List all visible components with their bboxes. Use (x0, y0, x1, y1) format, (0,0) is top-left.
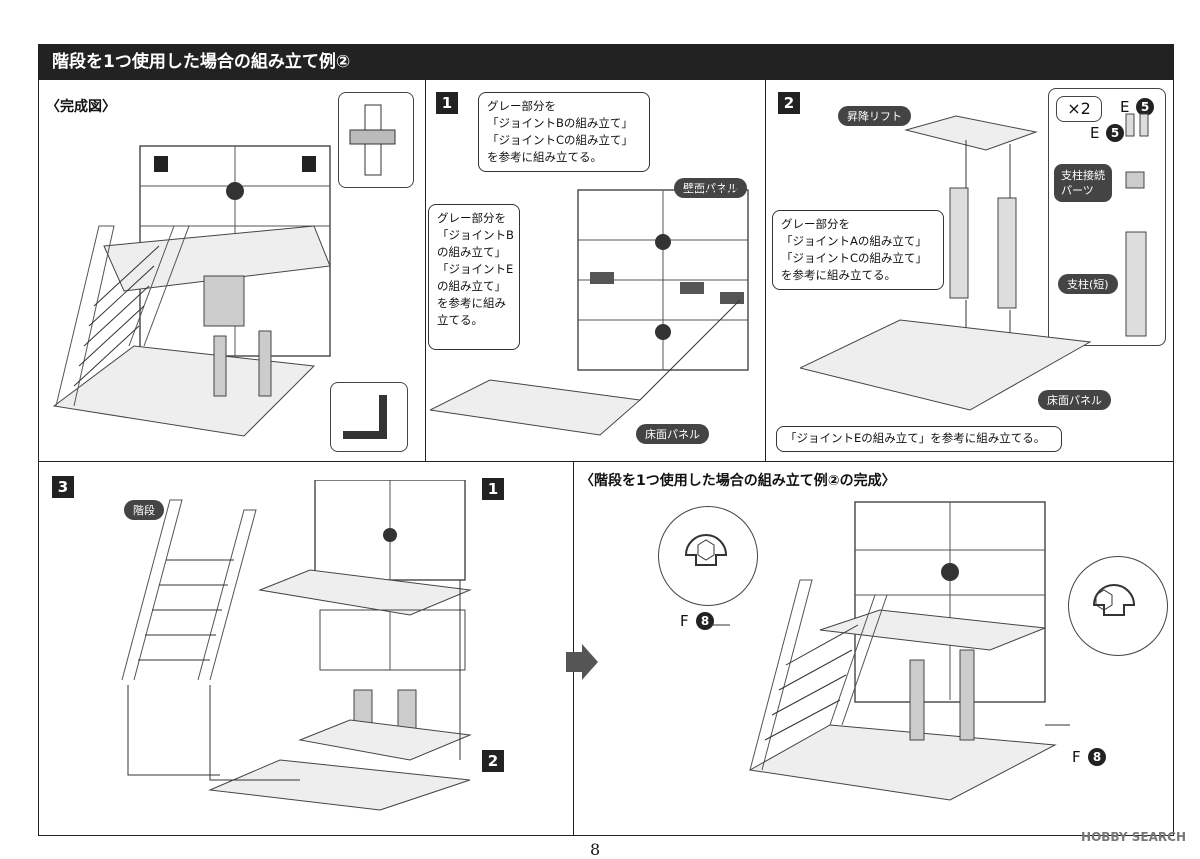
stairs-label: 階段 (124, 500, 164, 520)
wall-panel-label: 壁面パネル (674, 178, 747, 198)
detail-box-bottom (330, 382, 408, 452)
connector-label: 支柱接続 パーツ (1054, 164, 1112, 202)
step1-note-be: グレー部分を 「ジョイントB の組み立て」 「ジョイントE の組み立て」 を参考… (428, 204, 520, 350)
part-f-number-right: 8 (1088, 748, 1106, 766)
part-f-label-right: F (1072, 748, 1081, 766)
watermark: HOBBY SEARCH (1081, 830, 1186, 844)
step1-diagram (430, 189, 749, 436)
detail-joint-top (349, 104, 396, 176)
part-e-number-top: 5 (1136, 98, 1154, 116)
multiplier-box: ×2 (1056, 96, 1102, 122)
step3-ref-2: 2 (482, 750, 504, 772)
step3-panel (38, 462, 574, 836)
part-e-number-bottom: 5 (1106, 124, 1124, 142)
lift-label: 昇降リフト (838, 106, 911, 126)
finished-diagram (710, 501, 1070, 801)
finish-title: 〈階段を1つ使用した場合の組み立て例②の完成〉 (580, 473, 896, 489)
step1-number: 1 (436, 92, 458, 114)
page-title: 階段を1つ使用した場合の組み立て例② (38, 44, 1174, 80)
f8-part-left (684, 534, 728, 566)
part-f-number-left: 8 (696, 612, 714, 630)
detail-f8-left (658, 506, 758, 606)
step2-number: 2 (778, 92, 800, 114)
step1-note-bc: グレー部分を 「ジョイントBの組み立て」 「ジョイントCの組み立て」 を参考に組… (478, 92, 650, 172)
step3-number: 3 (52, 476, 74, 498)
page-number: 8 (590, 840, 601, 859)
completed-title: 〈完成図〉 (46, 99, 116, 115)
part-e-label-bottom: E (1090, 124, 1100, 142)
step3-ref-1: 1 (482, 478, 504, 500)
floor-panel-label: 床面パネル (636, 424, 709, 444)
f8-part-right (1092, 584, 1136, 616)
step3-diagram (121, 480, 472, 811)
detail-joint-bottom (343, 395, 387, 439)
next-arrow-icon (566, 644, 598, 680)
part-e-label-top: E (1120, 98, 1130, 116)
part-f-label-left: F (680, 612, 689, 630)
completed-panel (38, 80, 426, 462)
step2-note-e: 「ジョイントEの組み立て」を参考に組み立てる。 (776, 426, 1062, 452)
step1-panel (426, 80, 766, 462)
completed-diagram (52, 145, 331, 437)
step2-note-ac: グレー部分を 「ジョイントAの組み立て」 「ジョイントCの組み立て」 を参考に組… (772, 210, 944, 290)
detail-f8-right (1068, 556, 1168, 656)
step2-panel (766, 80, 1174, 462)
floor-panel-label-2: 床面パネル (1038, 390, 1111, 410)
step2-diagram (800, 113, 1149, 411)
pillar-label: 支柱(短) (1058, 274, 1118, 294)
